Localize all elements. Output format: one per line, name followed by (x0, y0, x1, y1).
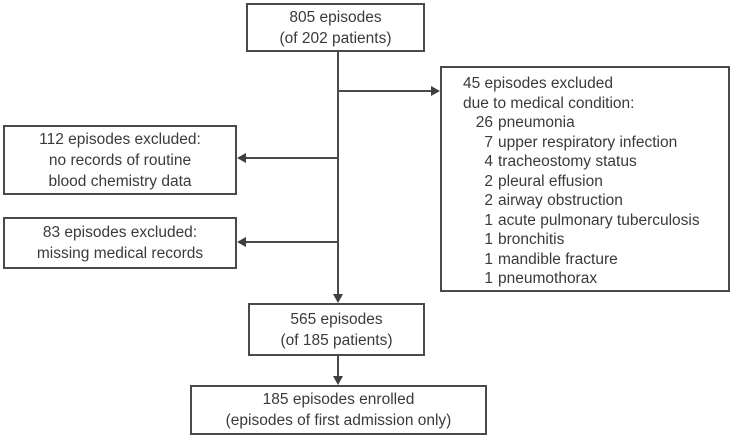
exclusion-item: 1 pneumothorax (463, 269, 722, 289)
exclusion-item: 1 bronchitis (463, 230, 722, 250)
box-after-exclusion: 565 episodes (of 185 patients) (248, 303, 425, 356)
connector-bottom-vertical (337, 356, 339, 378)
exclusion-item-label: acute pulmonary tuberculosis (498, 211, 700, 229)
connector-branch-left-2 (246, 241, 339, 243)
arrowhead-right-icon (431, 86, 440, 96)
after-exclusion-line1: 565 episodes (290, 310, 383, 328)
exclusion-item: 26 pneumonia (463, 113, 722, 133)
exclusion-item-count: 1 (484, 250, 493, 268)
exclusion-item: 1 mandible fracture (463, 250, 722, 270)
box-initial-line1: 805 episodes (289, 8, 382, 26)
arrowhead-down-icon (333, 376, 343, 385)
excluded-no-labs-line3: blood chemistry data (48, 172, 192, 190)
connector-branch-right (338, 90, 432, 92)
exclusion-item-count: 7 (484, 133, 493, 151)
exclusion-item: 7 upper respiratory infection (463, 133, 722, 153)
exclusion-item-label: mandible fracture (498, 250, 618, 268)
exclusion-item-label: upper respiratory infection (498, 133, 678, 151)
exclusion-item-count: 1 (484, 211, 493, 229)
box-enrolled: 185 episodes enrolled (episodes of first… (190, 385, 487, 435)
exclusion-item: 4 tracheostomy status (463, 152, 722, 172)
excluded-medical-header1: 45 episodes excluded (463, 75, 613, 92)
box-initial-episodes: 805 episodes (of 202 patients) (246, 3, 425, 52)
box-excluded-no-lab-records: 112 episodes excluded: no records of rou… (3, 125, 237, 195)
box-initial-line2: (of 202 patients) (279, 29, 392, 47)
arrowhead-left-icon (237, 237, 246, 247)
excluded-missing-line2: missing medical records (36, 245, 204, 262)
after-exclusion-line2: (of 185 patients) (280, 331, 393, 349)
enrolled-line1: 185 episodes enrolled (262, 391, 415, 408)
exclusion-item: 2 pleural effusion (463, 172, 722, 192)
exclusion-item-label: pleural effusion (498, 172, 603, 190)
arrowhead-down-icon (333, 294, 343, 303)
exclusion-item-count: 4 (484, 153, 493, 170)
excluded-medical-header2: due to medical condition: (463, 94, 635, 112)
exclusion-item-count: 26 (475, 114, 493, 131)
enrolled-line2: (episodes of first admission only) (225, 412, 452, 429)
exclusion-item-label: airway obstruction (498, 192, 623, 209)
excluded-missing-line1: 83 episodes excluded: (42, 224, 198, 241)
exclusion-item-count: 1 (484, 270, 493, 287)
exclusion-item-label: pneumothorax (498, 270, 598, 287)
exclusion-item-label: bronchitis (498, 231, 565, 248)
box-excluded-missing-records: 83 episodes excluded: missing medical re… (3, 217, 237, 269)
arrowhead-left-icon (237, 153, 246, 163)
exclusion-item-label: tracheostomy status (498, 153, 637, 170)
excluded-no-labs-line1: 112 episodes excluded: (39, 130, 201, 148)
box-excluded-medical-condition: 45 episodes excluded due to medical cond… (440, 66, 730, 292)
exclusion-item-label: pneumonia (498, 114, 575, 131)
connector-main-vertical (337, 52, 339, 295)
exclusion-item-count: 1 (484, 231, 493, 248)
exclusion-item-count: 2 (484, 192, 493, 209)
excluded-no-labs-line2: no records of routine (48, 151, 192, 169)
exclusion-item-count: 2 (484, 172, 493, 190)
connector-branch-left-1 (246, 157, 339, 159)
exclusion-item: 2 airway obstruction (463, 191, 722, 211)
exclusion-item: 1 acute pulmonary tuberculosis (463, 211, 722, 231)
